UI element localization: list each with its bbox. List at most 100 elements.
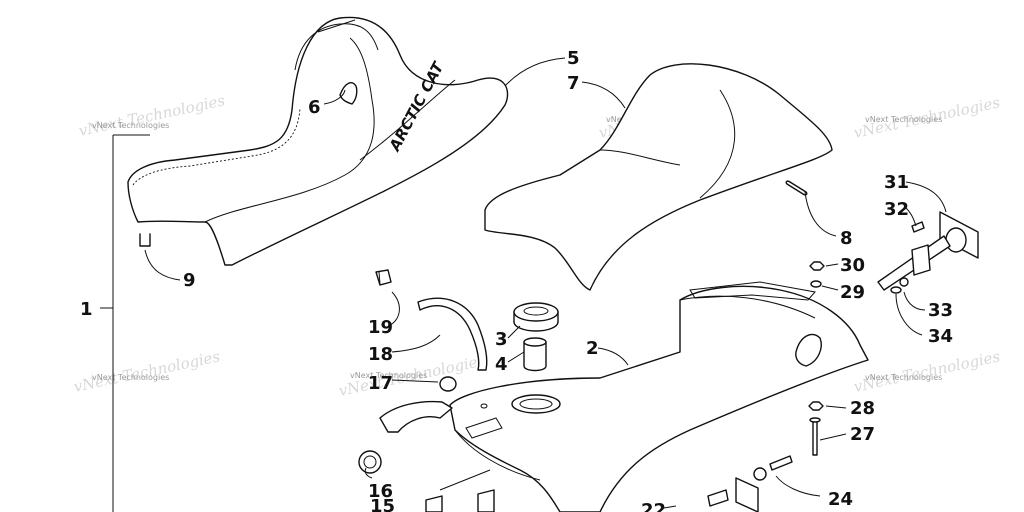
leader-32 [905, 207, 917, 227]
nut-30 [809, 261, 825, 271]
fuel-tank-filler-ring [511, 394, 561, 414]
mount-bracket [379, 400, 453, 433]
watermark-ghost: vNext Technologies [72, 347, 222, 396]
nut-part-30 [809, 261, 825, 271]
callout-28: 28 [850, 398, 875, 419]
callout-16: 16 [368, 481, 393, 502]
callout-24: 24 [828, 489, 853, 510]
callout-8: 8 [840, 228, 853, 249]
washer-33 [890, 286, 902, 294]
leader-30 [825, 263, 839, 267]
callout-27: 27 [850, 424, 875, 445]
callout-30: 30 [840, 255, 865, 276]
clip-part-8 [785, 180, 808, 196]
clip-part-9 [139, 233, 151, 247]
filler-neck-part-4 [523, 337, 547, 372]
hose-part-18 [417, 297, 488, 371]
fuel-tank-body [449, 285, 869, 512]
washer-29 [810, 280, 822, 288]
watermark-label: vNext Technologies [865, 115, 942, 124]
clip-9 [139, 233, 151, 247]
callout-6: 6 [308, 97, 321, 118]
washer-part-29 [810, 280, 822, 288]
gas-cap-top [513, 302, 559, 322]
leader-6 [323, 89, 346, 105]
leader-27 [819, 433, 847, 441]
fitting-elbow [707, 489, 729, 507]
leader-lines [144, 57, 947, 509]
fuel-tank-handle [465, 417, 503, 439]
leader-4 [507, 351, 525, 363]
latch-pin-32 [911, 221, 925, 233]
gauge-15-cover [477, 489, 495, 512]
callout-19: 19 [368, 317, 393, 338]
leader-34 [895, 293, 923, 336]
callout-2: 2 [586, 338, 599, 359]
seat-backrest-trim [294, 23, 379, 71]
callout-17: 17 [368, 373, 393, 394]
latch-knob [945, 227, 967, 253]
seat-cover-seam [699, 89, 736, 199]
fuel-tank-vent-port [795, 333, 822, 367]
watermark-5: vNext Technologies vNext Technologies [72, 347, 222, 396]
callout-5: 5 [567, 48, 580, 69]
callout-34: 34 [928, 326, 953, 347]
leader-29 [821, 285, 839, 291]
fitting-plate [735, 477, 759, 512]
callout-1: 1 [80, 299, 93, 320]
leader-19 [389, 291, 400, 326]
callout-33: 33 [928, 300, 953, 321]
watermark-6: vNext Technologies vNext Technologies [337, 351, 487, 400]
callout-31: 31 [884, 172, 909, 193]
leader-8 [804, 191, 837, 237]
clamp-16-inner [363, 455, 377, 469]
seat-cover-outline [484, 63, 833, 291]
seat-contour [204, 37, 375, 223]
filler-neck [523, 341, 547, 372]
grommet-part-19 [375, 269, 392, 286]
watermark-label: vNext Technologies [350, 371, 427, 380]
filler-neck-top [523, 337, 547, 347]
callout-labels: 1 2 3 4 5 6 7 8 9 15 16 17 18 19 22 24 2… [80, 48, 953, 512]
clamp-16 [358, 450, 382, 474]
watermark-1: vNext Technologies vNext Technologies [77, 91, 227, 140]
leader-3 [507, 325, 521, 339]
callout-4: 4 [495, 354, 508, 375]
bolt-27 [812, 419, 818, 456]
clip-8 [785, 180, 808, 196]
nut-34 [899, 277, 909, 287]
seat-side-panel [359, 79, 456, 161]
seat-assembly: ARCTIC CAT [127, 16, 509, 266]
gauge-part-15 [425, 489, 495, 512]
leader-33 [903, 291, 926, 311]
watermark-8: vNext Technologies vNext Technologies [852, 347, 1002, 396]
watermark-ghost: vNext Technologies [852, 347, 1002, 396]
callout-9: 9 [183, 270, 196, 291]
nut-28 [808, 401, 824, 411]
fuel-tank-top-recess [689, 281, 816, 301]
fuel-tank-hose-fitting [480, 403, 488, 409]
seat-emblem [317, 19, 356, 33]
fuel-fitting-assembly [707, 455, 793, 512]
leader-18 [391, 334, 441, 353]
watermark-label: vNext Technologies [92, 121, 169, 130]
gauge-15 [425, 495, 443, 512]
fuel-tank-part-2 [449, 281, 869, 512]
grommet-19 [375, 269, 392, 286]
fitting-part-17 [439, 376, 457, 392]
gas-cap-center [523, 306, 549, 316]
callout-22: 22 [641, 500, 666, 512]
callout-18: 18 [368, 344, 393, 365]
callout-15: 15 [370, 496, 395, 512]
watermark-4: vNext Technologies vNext Technologies [852, 93, 1002, 142]
leader-24 [775, 475, 821, 497]
fitting-screw [769, 455, 793, 471]
callout-3: 3 [495, 329, 508, 350]
latch-housing [911, 244, 931, 276]
fitting-17 [439, 376, 457, 392]
leader-17 [391, 379, 439, 383]
callout-29: 29 [840, 282, 865, 303]
watermark-label: vNext Technologies [865, 373, 942, 382]
